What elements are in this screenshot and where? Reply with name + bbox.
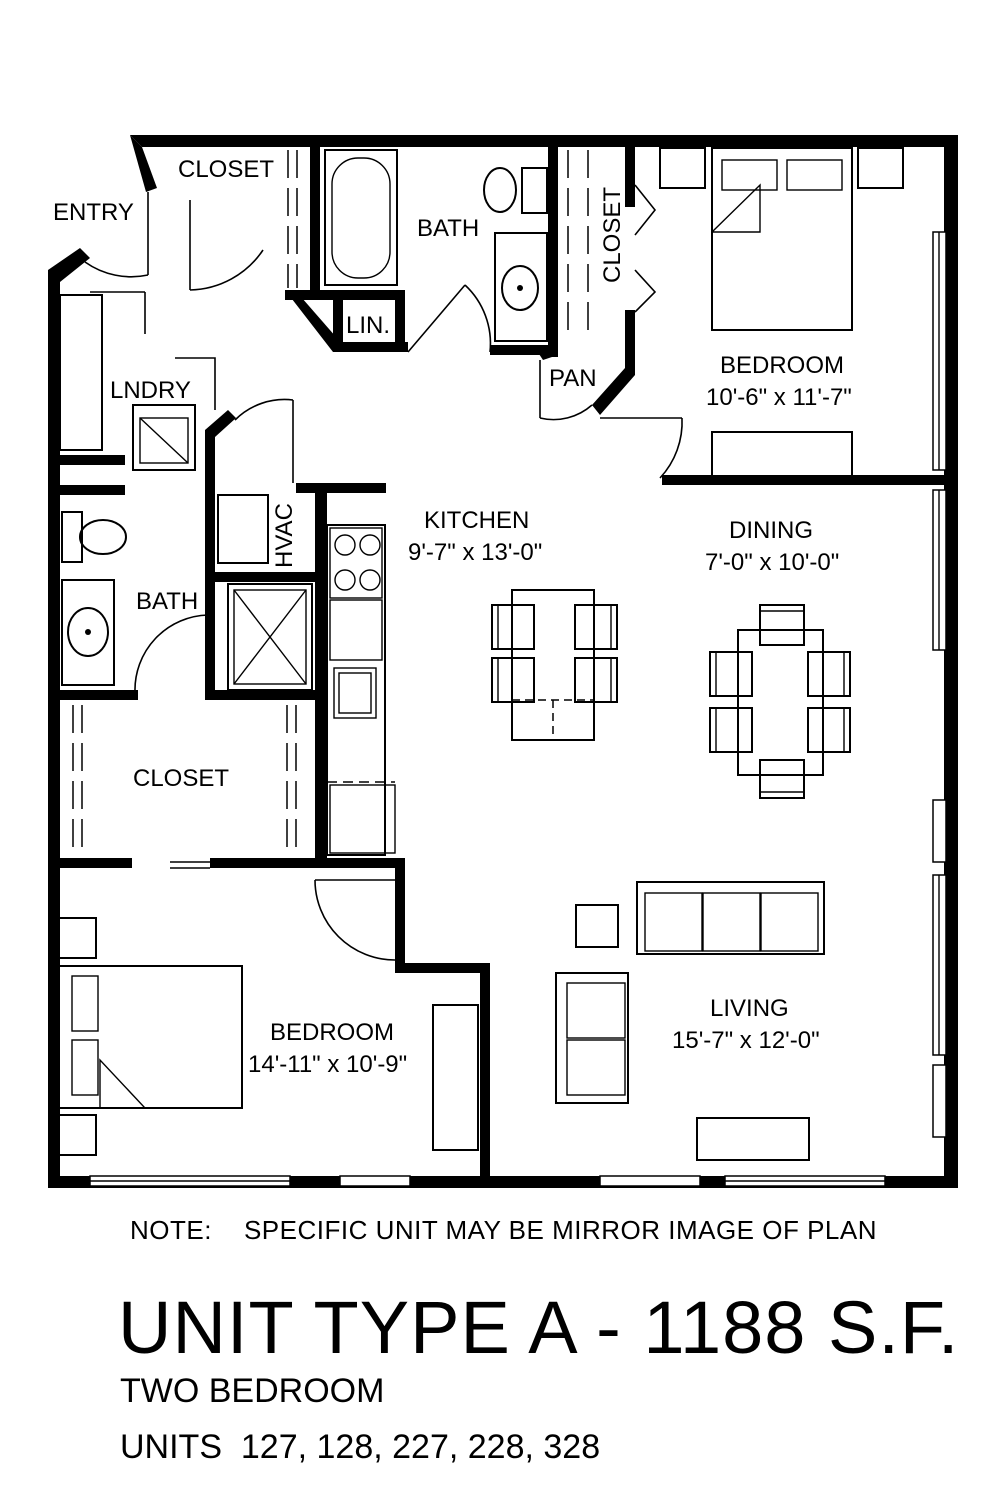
second-bed [55, 917, 243, 1156]
label-kitchen: KITCHEN [424, 507, 529, 534]
tv-console [696, 1117, 810, 1161]
label-bedroom-second-dims: 14'-11" x 10'-9" [248, 1051, 407, 1078]
label-bedroom-master-dims: 10'-6" x 11'-7" [706, 384, 852, 411]
label-dining: DINING [729, 517, 813, 544]
closet-shelves [72, 150, 589, 855]
toilet-second [61, 511, 127, 563]
laundry-appliances [59, 294, 196, 471]
bathtub [324, 149, 398, 286]
hvac-unit [217, 494, 269, 564]
dining-table [709, 604, 851, 799]
bedroom-count: TWO BEDROOM [120, 1372, 385, 1410]
doors [84, 184, 683, 961]
shower [227, 583, 313, 691]
label-linen: LIN. [346, 312, 390, 339]
loveseat [555, 972, 629, 1104]
label-pantry: PAN [549, 365, 597, 392]
label-closet-entry: CLOSET [178, 156, 274, 183]
sofa [636, 881, 825, 955]
label-hvac: HVAC [271, 503, 298, 568]
plan-note: NOTE: SPECIFIC UNIT MAY BE MIRROR IMAGE O… [130, 1215, 1000, 1246]
side-table [575, 904, 619, 948]
sink-second [61, 579, 115, 686]
toilet-master [483, 167, 548, 214]
label-closet-master: CLOSET [599, 187, 626, 283]
label-bath-master: BATH [417, 215, 479, 242]
unit-numbers: UNITS 127, 128, 227, 228, 328 [120, 1428, 601, 1466]
label-laundry: LNDRY [110, 377, 191, 404]
right-windows [932, 231, 947, 1138]
master-bed [659, 147, 904, 331]
label-kitchen-dims: 9'-7" x 13'-0" [408, 539, 542, 566]
second-dresser [432, 1004, 479, 1151]
unit-title: UNIT TYPE A - 1188 S.F. [118, 1286, 960, 1369]
label-bedroom-second: BEDROOM [270, 1019, 394, 1046]
floor-plan: CLOSET ENTRY BATH LIN. CLOSET PAN BEDROO… [48, 135, 958, 1188]
kitchen-island [491, 589, 618, 741]
label-closet-second: CLOSET [133, 765, 229, 792]
interior-walls [60, 147, 946, 1178]
label-bedroom-master: BEDROOM [720, 352, 844, 379]
sink-master [494, 232, 548, 342]
label-bath-second: BATH [136, 588, 198, 615]
label-living: LIVING [710, 995, 789, 1022]
label-entry: ENTRY [53, 199, 134, 226]
master-dresser [711, 431, 853, 478]
label-living-dims: 15'-7" x 12'-0" [672, 1027, 820, 1054]
kitchen-counter [326, 524, 396, 856]
bottom-windows [89, 1175, 886, 1187]
note-label: NOTE: [130, 1215, 212, 1245]
label-dining-dims: 7'-0" x 10'-0" [705, 549, 839, 576]
note-text: SPECIFIC UNIT MAY BE MIRROR IMAGE OF PLA… [243, 1215, 877, 1245]
